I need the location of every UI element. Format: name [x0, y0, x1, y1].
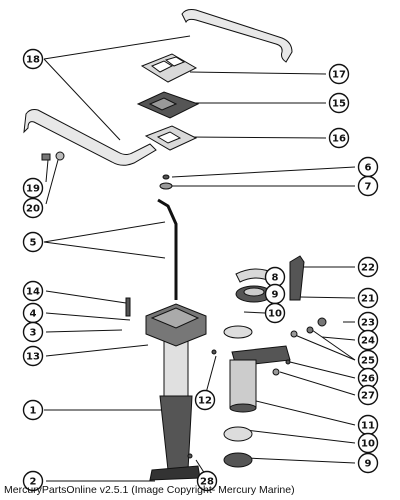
- callout-c24: 24: [357, 329, 379, 351]
- callout-label: 5: [30, 238, 37, 249]
- callout-c16: 16: [328, 127, 350, 149]
- callout-circle: [357, 175, 379, 197]
- callout-circle: [194, 389, 216, 411]
- callout-circle: [22, 48, 44, 70]
- callout-circle: [357, 384, 379, 406]
- callout-circle: [328, 92, 350, 114]
- bushing-10a: [223, 325, 253, 339]
- callout-label: 4: [30, 309, 37, 320]
- callout-circle: [264, 302, 286, 324]
- bushing-9b: [223, 452, 253, 468]
- callout-label: 9: [272, 290, 279, 301]
- callout-c27: 27: [357, 384, 379, 406]
- screw-19: [41, 153, 51, 161]
- callout-circle: [357, 256, 379, 278]
- lever-22: [289, 255, 305, 301]
- callout-c22: 22: [357, 256, 379, 278]
- callout-circle: [22, 470, 44, 492]
- callout-label: 27: [361, 391, 375, 402]
- callout-circle: [22, 177, 44, 199]
- callout-c7: 7: [357, 175, 379, 197]
- callout-c9a: 9: [264, 283, 286, 305]
- callout-circle: [196, 470, 218, 492]
- shift-rod: [157, 198, 178, 300]
- callout-label: 14: [26, 287, 40, 298]
- callout-c17: 17: [328, 63, 350, 85]
- callout-label: 3: [30, 328, 37, 339]
- callout-circle: [357, 432, 379, 454]
- callout-label: 6: [365, 163, 372, 174]
- callout-label: 21: [361, 294, 375, 305]
- callout-circle: [328, 63, 350, 85]
- callout-c20: 20: [22, 197, 44, 219]
- callout-circle: [22, 280, 44, 302]
- callout-circle: [22, 197, 44, 219]
- callout-c10a: 10: [264, 302, 286, 324]
- callout-c4: 4: [22, 302, 44, 324]
- callout-label: 17: [332, 70, 346, 81]
- washer-6: [162, 174, 170, 180]
- callout-c1: 1: [22, 399, 44, 421]
- callout-c6: 6: [357, 156, 379, 178]
- callout-label: 16: [332, 134, 346, 145]
- callout-c28: 28: [196, 470, 218, 492]
- callout-c14: 14: [22, 280, 44, 302]
- callout-label: 18: [26, 55, 40, 66]
- callout-label: 25: [361, 356, 375, 367]
- callout-label: 8: [272, 273, 279, 284]
- callout-label: 28: [200, 477, 214, 488]
- callout-c5: 5: [22, 231, 44, 253]
- callout-c23: 23: [357, 311, 379, 333]
- callout-c15: 15: [328, 92, 350, 114]
- callout-label: 12: [198, 396, 212, 407]
- handle-bar-bottom: [23, 109, 157, 166]
- callout-label: 20: [26, 204, 40, 215]
- callout-label: 23: [361, 318, 375, 329]
- callout-c9b: 9: [357, 452, 379, 474]
- callout-c10b: 10: [357, 432, 379, 454]
- callout-label: 19: [26, 184, 40, 195]
- callout-c18: 18: [22, 48, 44, 70]
- callout-circle: [357, 287, 379, 309]
- callout-label: 2: [30, 477, 37, 488]
- callout-circle: [22, 321, 44, 343]
- callout-label: 10: [268, 309, 282, 320]
- callout-label: 9: [365, 459, 372, 470]
- callout-circle: [22, 231, 44, 253]
- callout-c3: 3: [22, 321, 44, 343]
- callout-label: 26: [361, 374, 375, 385]
- callout-circle: [357, 329, 379, 351]
- callout-c26: 26: [357, 367, 379, 389]
- callout-circle: [328, 127, 350, 149]
- callout-label: 24: [361, 336, 375, 347]
- callout-circle: [357, 452, 379, 474]
- callout-label: 10: [361, 439, 375, 450]
- handle-bar-top: [181, 9, 293, 63]
- callout-circle: [22, 399, 44, 421]
- callout-label: 13: [26, 352, 40, 363]
- callout-circle: [22, 345, 44, 367]
- callout-c2: 2: [22, 470, 44, 492]
- callout-label: 22: [361, 263, 375, 274]
- leader-lines: [43, 35, 356, 482]
- callout-label: 11: [361, 421, 375, 432]
- parts: [23, 9, 327, 481]
- washer-7: [159, 182, 173, 190]
- callout-c19: 19: [22, 177, 44, 199]
- callout-c13: 13: [22, 345, 44, 367]
- callout-c11: 11: [357, 414, 379, 436]
- image-credit: MercuryPartsOnline v2.5.1 (Image Copyrig…: [4, 484, 295, 496]
- callout-label: 7: [365, 182, 372, 193]
- callout-c12: 12: [194, 389, 216, 411]
- washer-20: [55, 151, 65, 161]
- bushing-10b: [223, 426, 253, 442]
- callout-label: 1: [30, 406, 37, 417]
- callout-c8: 8: [264, 266, 286, 288]
- callout-c25: 25: [357, 349, 379, 371]
- callout-label: 15: [332, 99, 346, 110]
- bolt-14: [125, 297, 131, 317]
- callout-c21: 21: [357, 287, 379, 309]
